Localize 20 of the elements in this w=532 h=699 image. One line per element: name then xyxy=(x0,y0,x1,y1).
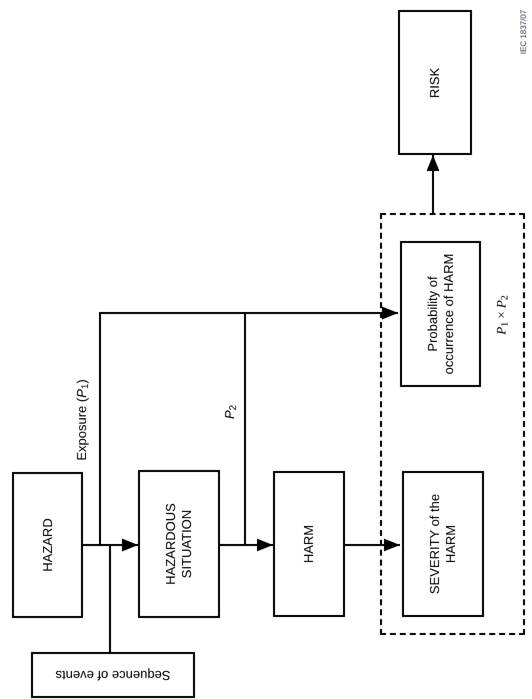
arrow xyxy=(109,538,138,652)
arrow xyxy=(220,306,398,546)
figure-number: IEC 1837/07 xyxy=(518,10,529,54)
process-box xyxy=(400,241,481,387)
box-label: Probability of occurrence of HARM xyxy=(424,252,456,376)
arrow xyxy=(426,155,440,213)
process-box xyxy=(402,471,484,617)
box-label: HAZARDOUS SITUATION xyxy=(162,502,195,587)
process-box xyxy=(12,472,83,618)
box-label: RISK xyxy=(426,66,443,100)
arrow xyxy=(345,538,400,552)
process-box xyxy=(31,652,195,698)
process-box xyxy=(273,471,345,617)
dash-dot-group-box xyxy=(380,213,525,635)
process-box xyxy=(398,10,472,155)
process-box xyxy=(138,470,220,618)
box-label: Sequence of events xyxy=(54,667,172,684)
box-label: SEVERITY of the HARM xyxy=(426,492,459,596)
box-label: HAZARD xyxy=(39,517,56,574)
box-label: HARM xyxy=(300,524,317,566)
